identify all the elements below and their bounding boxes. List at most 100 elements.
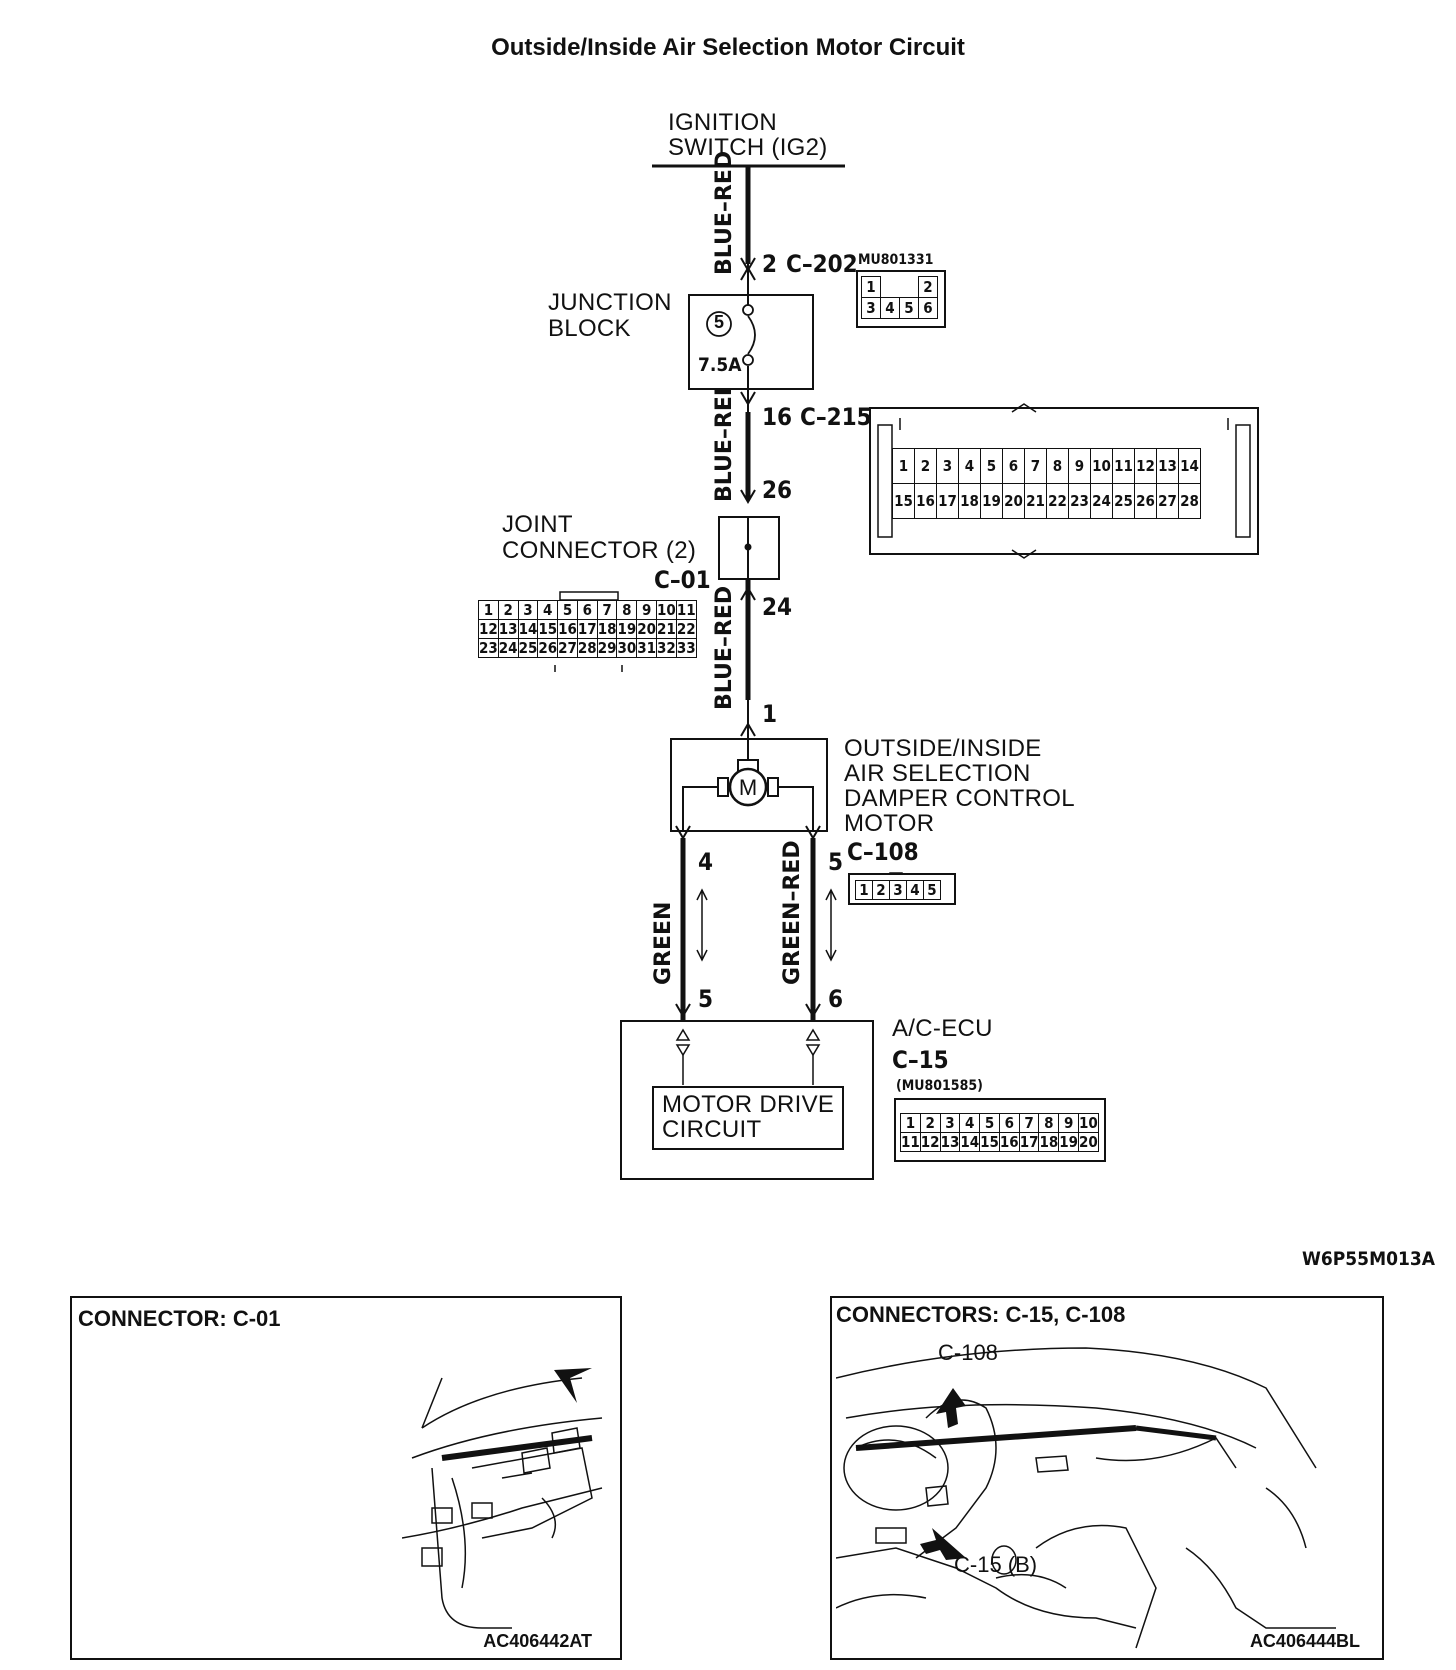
c215-pin: 20	[1002, 483, 1025, 519]
c215-pin: 11	[1112, 448, 1135, 484]
panel-c01-figure-code: AC406442AT	[483, 1631, 592, 1651]
c01-pin: 20	[636, 619, 658, 639]
pin-24: 24	[762, 593, 793, 621]
c215-pin: 21	[1024, 483, 1047, 519]
panel-c15-c108-figure-code: AC406444BL	[1249, 1631, 1360, 1651]
c15-c108-location-illustration	[836, 1347, 1336, 1649]
c215-pin: 14	[1178, 448, 1201, 484]
c01-pin: 18	[596, 619, 618, 639]
c202-pin: 5	[899, 297, 919, 319]
motor-drive-circuit-box	[652, 1086, 844, 1150]
c215-pin: 8	[1046, 448, 1069, 484]
c01-pin: 33	[675, 638, 697, 658]
c15-pin: 5	[979, 1113, 1000, 1133]
c108-pin: 5	[923, 880, 941, 900]
c202-key-gap	[881, 277, 919, 298]
c202-part-number: MU801331	[858, 252, 934, 268]
ecu-connector-code: C–15	[892, 1046, 949, 1074]
motor-drive-label-line2: CIRCUIT	[662, 1116, 762, 1143]
c108-pin: 1	[855, 880, 873, 900]
callout-c108: C-108	[938, 1340, 998, 1365]
motor-label-line4: MOTOR	[844, 810, 935, 837]
c15-pin: 14	[959, 1132, 981, 1152]
c215-pin: 26	[1134, 483, 1157, 519]
c01-pin: 9	[636, 600, 658, 620]
c215-pin: 24	[1090, 483, 1113, 519]
c215-pin: 23	[1068, 483, 1091, 519]
c15-pin: 9	[1058, 1113, 1080, 1133]
ignition-label-line1: IGNITION	[668, 109, 778, 136]
c01-location-illustration	[402, 1368, 603, 1629]
c202-pin: 6	[918, 297, 938, 319]
c15-pin: 7	[1018, 1113, 1040, 1133]
c15-pin: 8	[1038, 1113, 1060, 1133]
c108-pin: 2	[872, 880, 890, 900]
c01-pin: 7	[596, 600, 618, 620]
c01-pin: 19	[616, 619, 638, 639]
c15-pin: 4	[959, 1113, 981, 1133]
c01-pin: 25	[517, 638, 539, 658]
c215-pin: 1	[892, 448, 915, 484]
c01-pin: 32	[656, 638, 677, 658]
diagram-code: W6P55M013A	[1302, 1248, 1435, 1270]
c15-pin: 6	[998, 1113, 1020, 1133]
pin-4: 4	[698, 848, 714, 876]
panel-c15-c108-title: CONNECTORS: C-15, C-108	[836, 1302, 1126, 1327]
c215-pin: 12	[1134, 448, 1157, 484]
pin-c202: 2	[762, 250, 778, 278]
c01-pin: 22	[675, 619, 697, 639]
c15-pin: 16	[998, 1132, 1020, 1152]
c215-pin: 9	[1068, 448, 1091, 484]
c108-pin: 3	[889, 880, 907, 900]
pin-26: 26	[762, 476, 793, 504]
connector-id-c202: C–202	[786, 250, 858, 278]
pin-c215: 16	[762, 403, 793, 431]
c01-pin: 8	[616, 600, 638, 620]
c108-pin: 4	[906, 880, 924, 900]
motor-label-line3: DAMPER CONTROL	[844, 785, 1075, 812]
c01-pin: 21	[656, 619, 677, 639]
c215-pin: 10	[1090, 448, 1113, 484]
c01-pin: 15	[537, 619, 559, 639]
ecu-part-number: (MU801585)	[896, 1078, 983, 1094]
c01-pin: 23	[478, 638, 499, 658]
c01-pin: 17	[576, 619, 598, 639]
c215-pin: 13	[1156, 448, 1179, 484]
c202-pin: 4	[880, 297, 900, 319]
c15-pin: 2	[919, 1113, 941, 1133]
c01-pin: 26	[537, 638, 559, 658]
c215-pin: 3	[936, 448, 959, 484]
junction-block-label-line1: JUNCTION	[548, 289, 672, 316]
c215-pin: 16	[914, 483, 937, 519]
c15-pin: 1	[900, 1113, 921, 1133]
c15-pin: 15	[979, 1132, 1000, 1152]
joint-connector-label-line2: CONNECTOR (2)	[502, 537, 697, 564]
motor-m-symbol: M	[738, 775, 758, 800]
c215-pin: 22	[1046, 483, 1069, 519]
c215-pin: 5	[980, 448, 1003, 484]
c202-pin: 1	[861, 276, 881, 298]
motor-box	[670, 738, 828, 832]
c01-pin: 27	[557, 638, 578, 658]
c01-pin: 5	[557, 600, 578, 620]
callout-c15: C-15 (B)	[954, 1552, 1038, 1577]
fuse-rating: 7.5A	[698, 354, 742, 376]
c15-pin: 17	[1018, 1132, 1040, 1152]
c215-pin: 27	[1156, 483, 1179, 519]
connector-id-c108: C–108	[847, 838, 919, 866]
c01-pin: 31	[636, 638, 658, 658]
junction-block-label-line2: BLOCK	[548, 315, 631, 342]
pin-6-ecu: 6	[828, 985, 844, 1013]
c01-pin: 6	[576, 600, 598, 620]
c01-pin: 3	[517, 600, 539, 620]
c01-pin: 1	[478, 600, 499, 620]
panel-connector-c01: CONNECTOR: C-01 AC406442AT	[70, 1296, 622, 1660]
pin-5-motor: 5	[828, 848, 844, 876]
ignition-label-line2: SWITCH (IG2)	[668, 134, 828, 161]
